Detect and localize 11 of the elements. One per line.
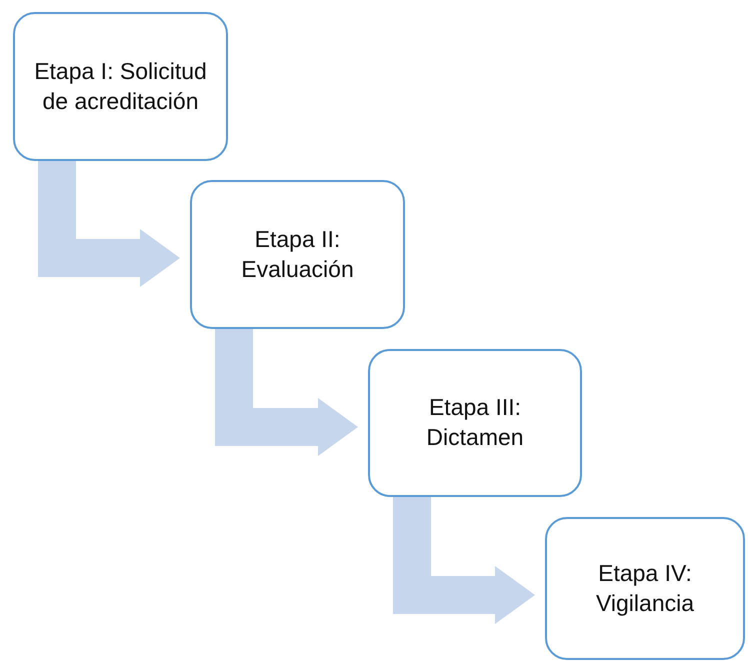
stage-box — [190, 180, 405, 329]
stage-box — [368, 349, 582, 497]
stage-label: Etapa IV: Vigilancia — [594, 558, 696, 618]
bent-arrow — [215, 329, 358, 456]
stage-label: Etapa III: Dictamen — [425, 393, 525, 452]
bent-arrow — [38, 161, 180, 287]
stage-label: Etapa II: Evaluación — [240, 224, 355, 284]
stage-box — [13, 12, 228, 161]
bent-arrow — [393, 497, 535, 624]
stage-label: Etapa I: Solicitud de acreditación — [33, 56, 208, 116]
stage-box — [545, 517, 745, 660]
